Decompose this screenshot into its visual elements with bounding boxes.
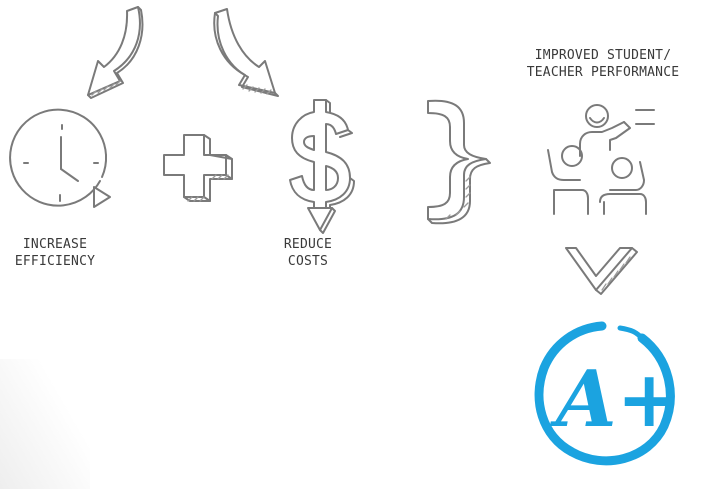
label-line: REDUCE — [283, 237, 333, 252]
brace-icon — [427, 99, 491, 225]
chevron-down-icon — [565, 247, 638, 295]
classroom-icon — [547, 104, 655, 215]
clock-icon — [9, 108, 111, 208]
label-line: INCREASE — [22, 237, 88, 252]
curved-arrow-left-icon — [87, 6, 144, 99]
label-improved-performance: IMPROVED STUDENT/ TEACHER PERFORMANCE — [500, 47, 706, 81]
label-increase-efficiency: INCREASE EFFICIENCY — [2, 236, 108, 270]
grade-badge-icon: A+ — [534, 321, 682, 466]
background-fade — [0, 359, 90, 489]
plus-icon — [163, 134, 233, 202]
label-reduce-costs: REDUCE COSTS — [268, 236, 348, 270]
label-line: EFFICIENCY — [14, 254, 96, 269]
dollar-icon — [289, 99, 355, 234]
label-line: COSTS — [287, 254, 329, 269]
curved-arrow-right-icon — [213, 8, 279, 97]
grade-text: A+ — [549, 354, 682, 445]
label-line: TEACHER PERFORMANCE — [526, 65, 680, 80]
label-line: IMPROVED STUDENT/ — [534, 48, 672, 63]
